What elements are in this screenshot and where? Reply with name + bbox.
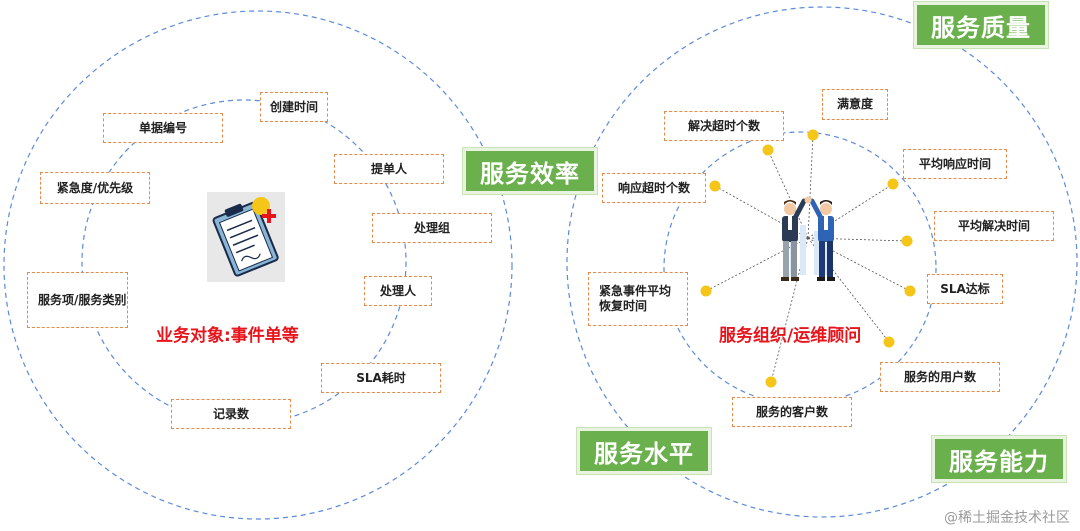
- right-center-title: 服务组织/运维顾问: [719, 326, 862, 346]
- node-ticket-no: 单据编号: [103, 113, 223, 143]
- tag-service-capability: 服务能力: [932, 436, 1066, 482]
- left-center-title: 业务对象:事件单等: [156, 326, 299, 346]
- tag-service-quality: 服务质量: [914, 2, 1048, 48]
- node-response-timeout: 响应超时个数: [602, 173, 706, 203]
- node-create-time: 创建时间: [260, 92, 328, 122]
- node-handler: 处理人: [364, 276, 432, 306]
- node-sla-met: SLA达标: [927, 274, 1003, 304]
- right-outer-circle: [566, 6, 1078, 518]
- node-avg-resolve: 平均解决时间: [934, 211, 1054, 241]
- clipboard-icon: [207, 192, 285, 282]
- node-sla-time: SLA耗时: [321, 363, 441, 393]
- right-inner-circle: [663, 131, 937, 405]
- node-urgent-recovery: 紧急事件平均恢复时间: [588, 272, 688, 326]
- business-handshake-icon: [770, 195, 848, 287]
- node-satisfaction: 满意度: [822, 89, 888, 120]
- tag-service-level: 服务水平: [577, 428, 711, 474]
- node-urgency: 紧急度/优先级: [40, 172, 150, 204]
- watermark: @稀土掘金技术社区: [944, 510, 1070, 526]
- node-avg-response: 平均响应时间: [903, 149, 1007, 179]
- node-customer-count: 服务的客户数: [732, 397, 852, 427]
- tag-service-efficiency: 服务效率: [463, 148, 597, 194]
- node-handler-group: 处理组: [372, 213, 492, 243]
- node-submitter: 提单人: [334, 154, 444, 184]
- node-service-type: 服务项/服务类别: [27, 272, 128, 328]
- left-outer-circle: [3, 10, 513, 520]
- node-record-count: 记录数: [171, 399, 291, 429]
- node-resolve-timeout: 解决超时个数: [664, 111, 784, 141]
- right-dots: [700, 129, 916, 388]
- node-user-count: 服务的用户数: [880, 362, 1000, 392]
